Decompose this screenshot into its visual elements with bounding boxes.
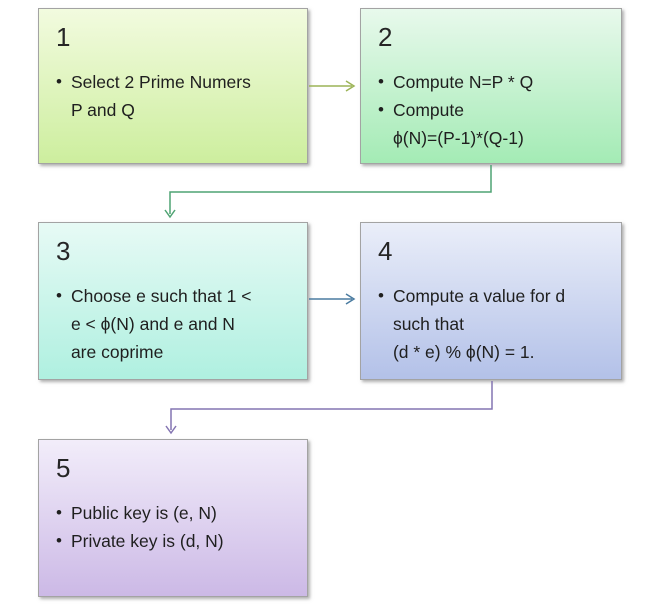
bullet-item: • Select 2 Prime Numers P and Q [56,68,295,124]
step-1-bullets: • Select 2 Prime Numers P and Q [56,68,295,124]
connector-line [170,381,493,430]
connector-line [169,165,492,214]
bullet-item: • Compute N=P * Q [378,68,609,96]
bullet-text: Public key is (e, N) [70,503,217,523]
bullet-marker: • [378,286,384,305]
bullet-item: • Compute a value for d such that (d * e… [378,282,609,366]
step-1-box: 1 • Select 2 Prime Numers P and Q [38,8,308,164]
step-4-box: 4 • Compute a value for d such that (d *… [360,222,622,380]
bullet-item: • Compute ϕ(N)=(P-1)*(Q-1) [378,96,609,152]
bullet-marker: • [56,72,62,91]
step-5-box: 5 • Public key is (e, N) • Private key i… [38,439,308,597]
bullet-marker: • [378,72,384,91]
step-5-bullets: • Public key is (e, N) • Private key is … [56,499,295,555]
arrowhead-right-icon [345,293,356,305]
bullet-text: Compute ϕ(N)=(P-1)*(Q-1) [392,100,524,148]
bullet-item: • Private key is (d, N) [56,527,295,555]
bullet-text: Select 2 Prime Numers P and Q [70,72,251,120]
step-3-box: 3 • Choose e such that 1 < e < ϕ(N) and … [38,222,308,380]
connector-step4-step5 [165,381,493,435]
step-2-bullets: • Compute N=P * Q • Compute ϕ(N)=(P-1)*(… [378,68,609,152]
step-1-number: 1 [56,22,71,52]
bullet-marker: • [378,100,384,119]
step-2-number: 2 [378,22,393,52]
connector-step1-step2 [309,80,356,92]
step-3-number: 3 [56,236,71,266]
step-3-bullets: • Choose e such that 1 < e < ϕ(N) and e … [56,282,295,366]
arrowhead-down-icon [164,209,176,219]
bullet-item: • Public key is (e, N) [56,499,295,527]
bullet-text: Compute N=P * Q [392,72,534,92]
step-2-box: 2 • Compute N=P * Q • Compute ϕ(N)=(P-1)… [360,8,622,164]
connector-step3-step4 [309,293,356,305]
bullet-marker: • [56,503,62,522]
bullet-marker: • [56,531,62,550]
arrowhead-down-icon [165,425,177,435]
connector-step2-step3 [164,165,492,219]
arrowhead-right-icon [345,80,356,92]
step-5-number: 5 [56,453,71,483]
bullet-item: • Choose e such that 1 < e < ϕ(N) and e … [56,282,295,366]
step-4-number: 4 [378,236,393,266]
step-4-bullets: • Compute a value for d such that (d * e… [378,282,609,366]
bullet-text: Compute a value for d such that (d * e) … [392,286,566,362]
bullet-text: Choose e such that 1 < e < ϕ(N) and e an… [70,286,252,362]
bullet-marker: • [56,286,62,305]
bullet-text: Private key is (d, N) [70,531,224,551]
